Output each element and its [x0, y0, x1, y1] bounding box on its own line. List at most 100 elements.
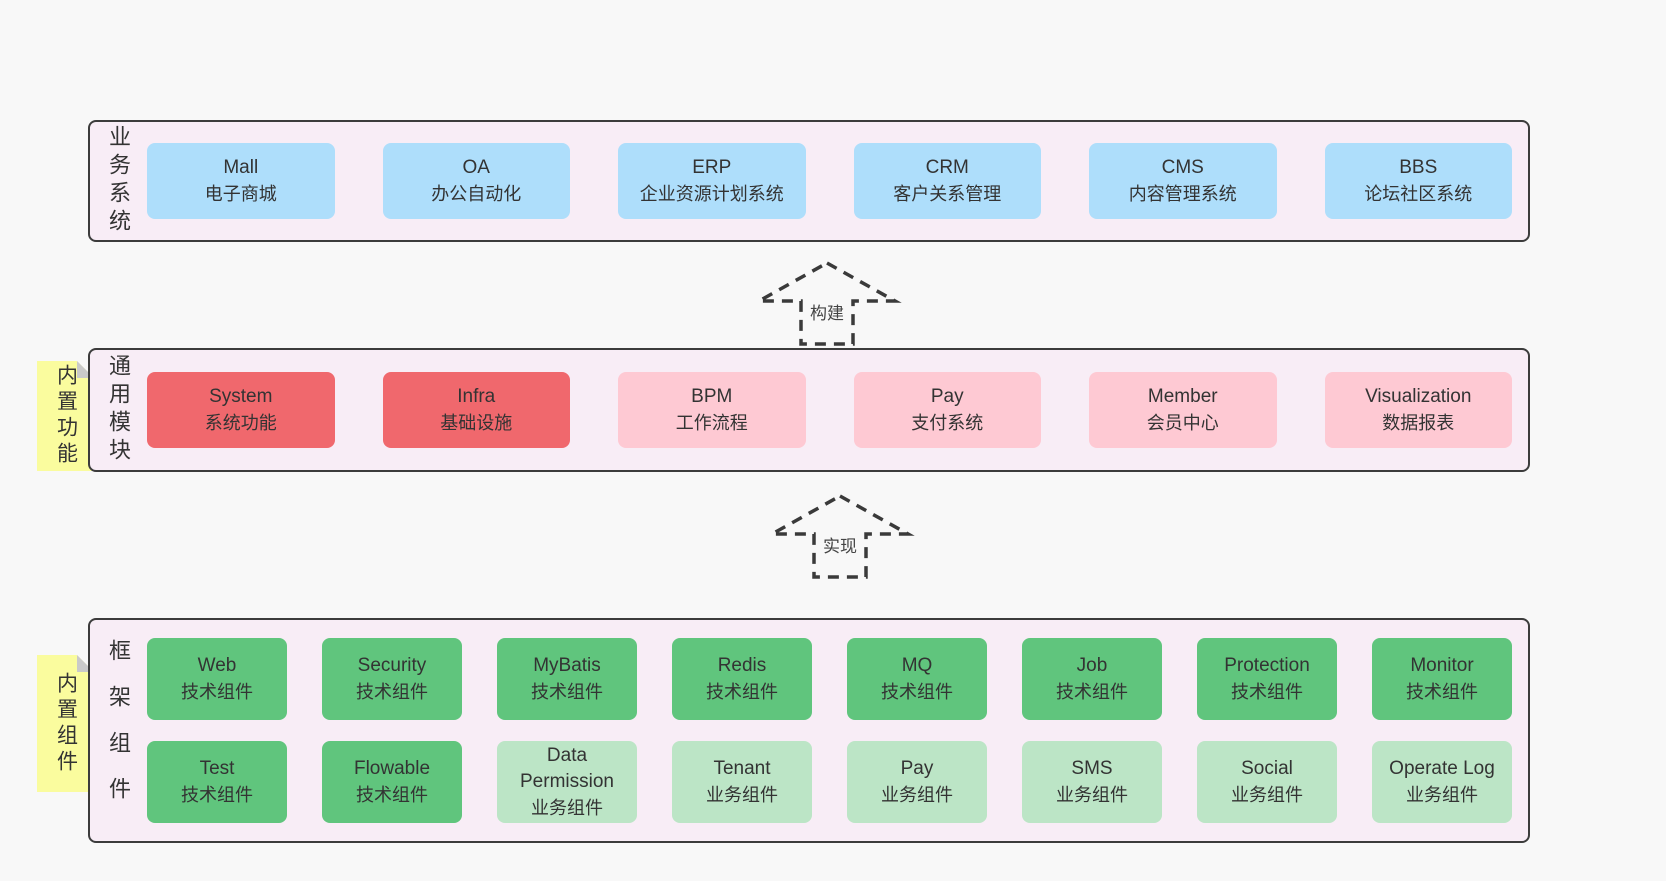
box-desc: 电子商城 — [204, 183, 277, 204]
box-redis: Redis 技术组件 — [672, 638, 812, 720]
business-systems-boxes: Mall 电子商城 OA 办公自动化 ERP 企业资源计划系统 CRM 客户关系管理 CMS 内容… — [147, 143, 1512, 219]
box-oa: OA 办公自动化 — [382, 143, 570, 219]
box-desc: 技术组件 — [1406, 681, 1478, 702]
box-desc: 技术组件 — [881, 681, 953, 702]
box-mq: MQ 技术组件 — [847, 638, 987, 720]
box-name: Tenant — [713, 758, 771, 780]
box-infra: Infra 基础设施 — [382, 372, 570, 448]
box-desc: 会员中心 — [1146, 412, 1219, 433]
box-desc: 系统功能 — [204, 412, 277, 433]
sticky-note-label: 内置功能 — [54, 364, 78, 468]
box-tenant: Tenant 业务组件 — [672, 741, 812, 823]
layer-label-business-systems: 业务系统 — [106, 125, 131, 237]
box-bbs: BBS 论坛社区系统 — [1324, 143, 1512, 219]
box-desc: 技术组件 — [706, 681, 778, 702]
box-desc: 内容管理系统 — [1128, 183, 1237, 204]
box-name: CRM — [925, 157, 969, 179]
box-pay: Pay 业务组件 — [847, 741, 987, 823]
box-desc: 业务组件 — [531, 798, 603, 818]
box-desc: 数据报表 — [1382, 412, 1455, 433]
box-test: Test 技术组件 — [147, 741, 287, 823]
box-desc: 技术组件 — [531, 681, 603, 702]
box-desc: 业务组件 — [706, 784, 778, 805]
box-name: OA — [462, 157, 490, 179]
box-desc: 技术组件 — [356, 681, 428, 702]
box-pay: Pay 支付系统 — [853, 372, 1041, 448]
box-name: CMS — [1161, 157, 1204, 179]
sticky-note-builtin-features: 内置功能 — [37, 361, 94, 471]
box-name: Pay — [900, 758, 934, 780]
box-visualization: Visualization 数据报表 — [1324, 372, 1512, 448]
box-desc: 基础设施 — [440, 412, 513, 433]
box-desc: 业务组件 — [1231, 784, 1303, 805]
box-system: System 系统功能 — [147, 372, 335, 448]
box-job: Job 技术组件 — [1022, 638, 1162, 720]
box-data-permission: Data Permission 业务组件 — [497, 741, 637, 823]
layer-business-systems: 业务系统 Mall 电子商城 OA 办公自动化 ERP 企业资源计划系统 CRM 客户关系管理… — [88, 120, 1530, 242]
box-flowable: Flowable 技术组件 — [322, 741, 462, 823]
box-name: Web — [197, 655, 237, 677]
sticky-note-builtin-components: 内置组件 — [37, 655, 94, 792]
box-desc: 技术组件 — [1231, 681, 1303, 702]
box-name: Infra — [457, 386, 496, 408]
box-social: Social 业务组件 — [1197, 741, 1337, 823]
box-name: Redis — [717, 655, 767, 677]
sticky-note-label: 内置组件 — [54, 671, 78, 776]
box-mall: Mall 电子商城 — [147, 143, 335, 219]
box-web: Web 技术组件 — [147, 638, 287, 720]
arrow-build-label: 构建 — [805, 298, 849, 325]
box-desc: 技术组件 — [181, 681, 253, 702]
box-desc: 业务组件 — [1406, 784, 1478, 805]
box-protection: Protection 技术组件 — [1197, 638, 1337, 720]
box-name: Operate Log — [1389, 758, 1495, 780]
box-name: Mall — [223, 157, 259, 179]
box-name: Flowable — [353, 758, 431, 780]
box-name: Protection — [1224, 655, 1310, 677]
arrow-implement-label: 实现 — [818, 531, 862, 558]
box-desc: 客户关系管理 — [893, 183, 1002, 204]
box-desc: 技术组件 — [181, 784, 253, 805]
layer-label-common-modules: 通用模块 — [106, 354, 131, 466]
box-crm: CRM 客户关系管理 — [853, 143, 1041, 219]
box-name: SMS — [1071, 758, 1113, 780]
box-name: MQ — [901, 655, 933, 677]
box-security: Security 技术组件 — [322, 638, 462, 720]
box-name: Monitor — [1410, 655, 1474, 677]
box-desc: 业务组件 — [881, 784, 953, 805]
arrow-build: 构建 — [752, 260, 902, 346]
box-name: Pay — [930, 386, 964, 408]
arrow-implement: 实现 — [765, 493, 915, 579]
box-monitor: Monitor 技术组件 — [1372, 638, 1512, 720]
box-name: BPM — [691, 386, 733, 408]
box-name: ERP — [692, 157, 732, 179]
box-desc: 论坛社区系统 — [1364, 183, 1473, 204]
box-desc: 企业资源计划系统 — [639, 183, 784, 204]
box-name: Social — [1241, 758, 1293, 780]
box-name: MyBatis — [533, 655, 601, 677]
box-name: Member — [1147, 386, 1218, 408]
box-name: Visualization — [1365, 386, 1472, 408]
box-mybatis: MyBatis 技术组件 — [497, 638, 637, 720]
box-name: System — [209, 386, 273, 408]
box-name: Security — [357, 655, 427, 677]
box-desc: 技术组件 — [356, 784, 428, 805]
box-name: Test — [199, 758, 235, 780]
box-cms: CMS 内容管理系统 — [1089, 143, 1277, 219]
box-name: Job — [1076, 655, 1108, 677]
box-name: BBS — [1399, 157, 1438, 179]
layer-label-framework-components: 框架组件 — [106, 638, 131, 823]
box-name: Data Permission — [520, 744, 614, 793]
box-desc: 支付系统 — [911, 412, 984, 433]
box-desc: 办公自动化 — [431, 183, 522, 204]
box-erp: ERP 企业资源计划系统 — [618, 143, 806, 219]
box-desc: 技术组件 — [1056, 681, 1128, 702]
